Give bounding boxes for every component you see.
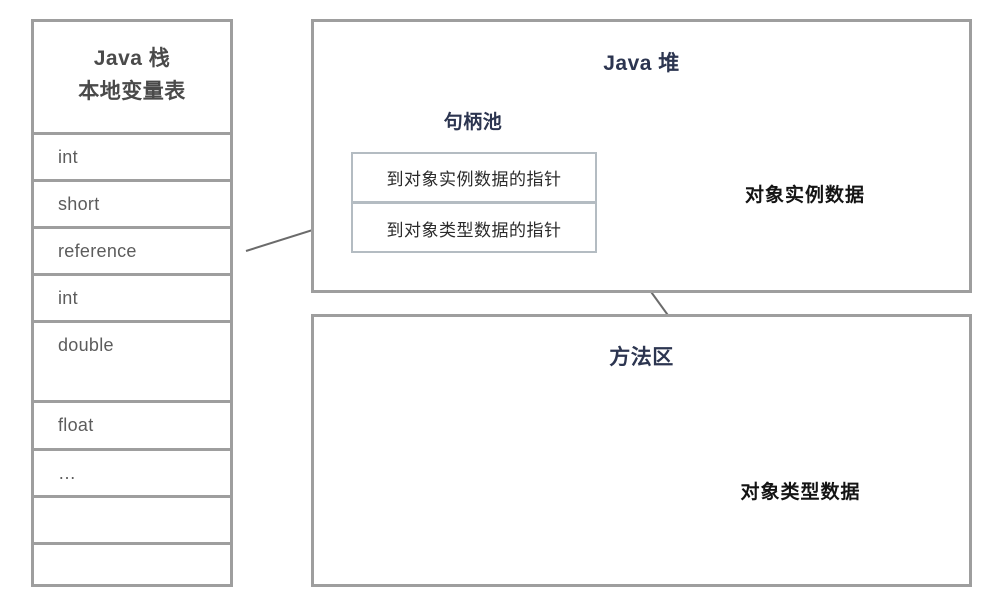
stack-slot-empty-2[interactable] — [31, 542, 233, 587]
stack-slot-label: double — [58, 335, 114, 355]
java-stack-header: Java 栈 本地变量表 — [31, 19, 233, 132]
java-stack-title-line2: 本地变量表 — [78, 79, 186, 103]
stack-slot-reference[interactable]: reference — [31, 226, 233, 273]
stack-slot-int-2[interactable]: int — [31, 273, 233, 320]
stack-slot-int-1[interactable]: int — [31, 132, 233, 179]
object-instance-data-label: 对象实例数据 — [744, 185, 865, 206]
handle-pool-divider — [351, 201, 597, 204]
stack-slot-label: int — [58, 146, 78, 167]
stack-slot-empty-1[interactable] — [31, 495, 233, 542]
stack-slot-label: float — [58, 415, 94, 435]
stack-slot-label: int — [58, 287, 78, 308]
stack-slot-ellipsis[interactable]: … — [31, 448, 233, 495]
method-area-box — [311, 314, 972, 587]
handle-row-class-pointer[interactable]: 到对象类型数据的指针 — [351, 203, 597, 253]
stack-slot-double[interactable]: double — [31, 320, 233, 400]
java-stack-title-line1: Java 栈 — [93, 47, 171, 71]
object-class-data-label: 对象类型数据 — [740, 482, 861, 503]
java-stack-box — [31, 19, 233, 587]
handle-row-label: 到对象类型数据的指针 — [386, 220, 562, 240]
stack-slot-short[interactable]: short — [31, 179, 233, 226]
stack-slot-label: short — [58, 193, 100, 214]
java-heap-title: Java 堆 — [603, 52, 680, 75]
stack-slot-float[interactable]: float — [31, 400, 233, 448]
stack-slot-label: reference — [58, 240, 137, 261]
handle-pool-title: 句柄池 — [443, 112, 503, 133]
method-area-title: 方法区 — [609, 346, 674, 369]
handle-row-instance-pointer[interactable]: 到对象实例数据的指针 — [351, 152, 597, 202]
stack-slot-label: … — [58, 462, 77, 483]
handle-row-label: 到对象实例数据的指针 — [386, 169, 562, 189]
